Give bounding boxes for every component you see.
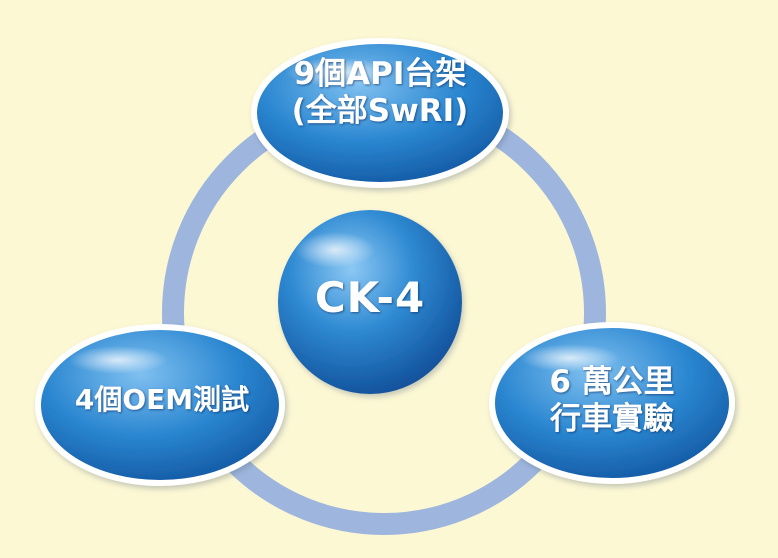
- top-node: [251, 38, 509, 188]
- left-node-label: 4個OEM測試: [40, 383, 284, 417]
- right-node-label: 6 萬公里 行車實驗: [500, 364, 724, 438]
- right-node: [489, 322, 735, 484]
- center-label-text: CK-4: [314, 273, 426, 322]
- center-node-label: CK-4: [282, 273, 458, 323]
- center-node: [278, 210, 462, 394]
- top-node-label: 9個API台架 (全部SwRI): [262, 56, 498, 130]
- top-label-line2: (全部SwRI): [291, 93, 469, 130]
- right-label-line2: 行車實驗: [550, 401, 674, 438]
- left-node: [35, 324, 285, 486]
- top-label-line1: 9個API台架: [293, 56, 467, 92]
- right-label-line1: 6 萬公里: [549, 364, 675, 400]
- left-label-line1: 4個OEM測試: [74, 383, 250, 416]
